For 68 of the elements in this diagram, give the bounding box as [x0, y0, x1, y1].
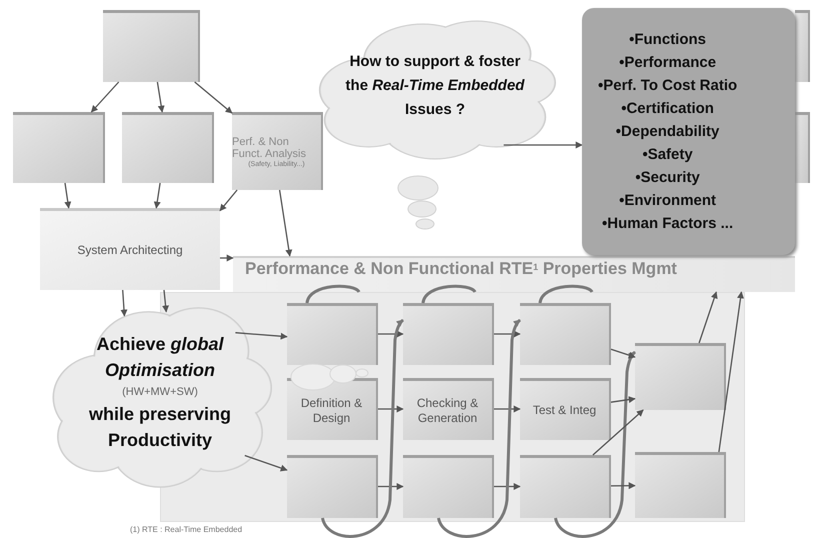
- process-box: [795, 10, 810, 82]
- process-box: [287, 378, 378, 440]
- list-item: •Dependability: [616, 122, 720, 142]
- arrow: [278, 190, 292, 257]
- arrow: [437, 318, 522, 538]
- process-box: [403, 455, 494, 518]
- arrow: [718, 291, 744, 452]
- arrow: [494, 330, 521, 338]
- list-item: •Safety: [642, 145, 693, 165]
- process-box: [287, 303, 378, 365]
- arrow: [611, 482, 636, 490]
- process-box: [403, 378, 494, 440]
- arrow: [321, 318, 404, 538]
- list-item: •Human Factors ...: [602, 214, 734, 234]
- list-item: •Perf. To Cost Ratio: [598, 76, 738, 96]
- process-box: [635, 343, 726, 410]
- arrow: [554, 350, 636, 538]
- process-box: [403, 303, 494, 365]
- arrow: [90, 82, 120, 113]
- arrow: [504, 142, 583, 148]
- arrow: [194, 82, 233, 114]
- arrow: [592, 410, 644, 456]
- node-text: Test & Integ: [532, 403, 596, 418]
- process-box: [520, 378, 611, 440]
- list-item: •Functions: [629, 30, 706, 50]
- cloud-text: Achieve global Optimisation: [95, 332, 225, 382]
- process-box: [232, 112, 323, 190]
- list-item: •Security: [635, 168, 700, 188]
- arrow: [156, 82, 165, 113]
- arrow: [220, 254, 234, 262]
- process-box: [635, 452, 726, 518]
- arrow: [378, 406, 404, 412]
- arrow: [378, 483, 404, 490]
- process-box: [13, 112, 105, 183]
- process-box: [122, 112, 214, 183]
- cloud-text: How to support & foster the Real-Time Embedded Issues ?: [345, 52, 525, 120]
- process-box: [795, 112, 810, 183]
- list-item: •Performance: [619, 53, 716, 73]
- node-text: Definition & Design: [300, 396, 364, 426]
- arrow: [244, 454, 288, 472]
- arrow: [162, 290, 170, 312]
- process-box: [103, 10, 200, 82]
- footnote: (1) RTE : Real-Time Embedded: [130, 524, 242, 536]
- arrow: [378, 330, 404, 338]
- arrow: [120, 290, 128, 317]
- arrow: [64, 182, 72, 209]
- band-title: Performance & Non Functional RTE$^{1}$ Properties Mgmt: [245, 258, 677, 280]
- arrow: [220, 190, 238, 212]
- list-item: •Environment: [619, 191, 716, 211]
- node-text: System Architecting: [77, 243, 183, 258]
- cloud-text: while preserving Productivity: [88, 402, 232, 452]
- process-box: [40, 208, 220, 290]
- cloud-text: (HW+MW+SW): [122, 384, 198, 400]
- arrow: [494, 406, 521, 412]
- process-box: [520, 303, 611, 365]
- arrow: [610, 348, 636, 358]
- arrow: [235, 332, 288, 340]
- arrow: [154, 182, 161, 209]
- node-text: Perf. & Non Funct. Analysis: [232, 136, 307, 160]
- arrow: [698, 291, 718, 344]
- arrow: [610, 396, 636, 404]
- banner-bar: [233, 256, 795, 292]
- node-text: Checking & Generation: [416, 396, 480, 426]
- arrow: [494, 483, 521, 490]
- list-item: •Certification: [621, 99, 714, 119]
- process-box: [520, 455, 611, 518]
- process-box: [287, 455, 378, 518]
- callout-box: [582, 8, 795, 255]
